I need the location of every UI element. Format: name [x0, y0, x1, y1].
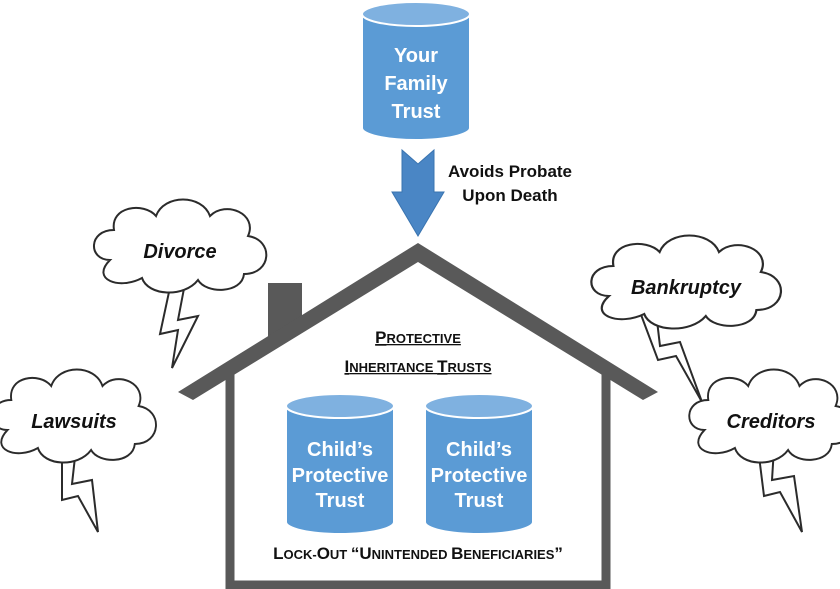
- child-trust-1-line-3: Trust: [316, 490, 365, 512]
- house-walls: [225, 374, 611, 589]
- arrow-caption-line-1: Avoids Probate: [448, 162, 572, 181]
- threat-label-lawsuits: Lawsuits: [31, 411, 117, 433]
- lockout-caption: LOCK-OUT “UNINTENDED BENEFICIARIES”: [273, 544, 563, 563]
- child-trust-cylinder-1: Child’s Protective Trust: [285, 393, 395, 535]
- house-heading-line-1: PROTECTIVE: [375, 328, 461, 347]
- child-trust-2-line-1: Child’s: [446, 439, 512, 461]
- threat-divorce: Divorce: [92, 198, 268, 369]
- family-trust-line-3: Trust: [392, 101, 441, 123]
- child-trust-1-line-1: Child’s: [307, 439, 373, 461]
- child-trust-1-line-2: Protective: [292, 465, 389, 487]
- threat-label-creditors: Creditors: [727, 411, 816, 433]
- down-arrow-icon: [391, 148, 445, 237]
- chimney: [268, 283, 302, 346]
- arrow-caption-line-2: Upon Death: [462, 186, 557, 205]
- child-trust-2-line-3: Trust: [455, 490, 504, 512]
- threat-bankruptcy: Bankruptcy: [590, 234, 783, 403]
- family-trust-line-1: Your: [394, 45, 438, 67]
- threat-label-bankruptcy: Bankruptcy: [631, 277, 742, 299]
- house-heading-line-2: INHERITANCE TRUSTS: [344, 357, 491, 376]
- family-trust-cylinder: Your Family Trust: [361, 1, 471, 141]
- child-trust-2-line-2: Protective: [431, 465, 528, 487]
- threat-label-divorce: Divorce: [143, 241, 216, 263]
- child-trust-cylinder-2: Child’s Protective Trust: [424, 393, 534, 535]
- house: [178, 243, 658, 589]
- threat-lawsuits: Lawsuits: [0, 368, 157, 533]
- threat-creditors: Creditors: [688, 368, 840, 533]
- family-trust-line-2: Family: [384, 73, 448, 95]
